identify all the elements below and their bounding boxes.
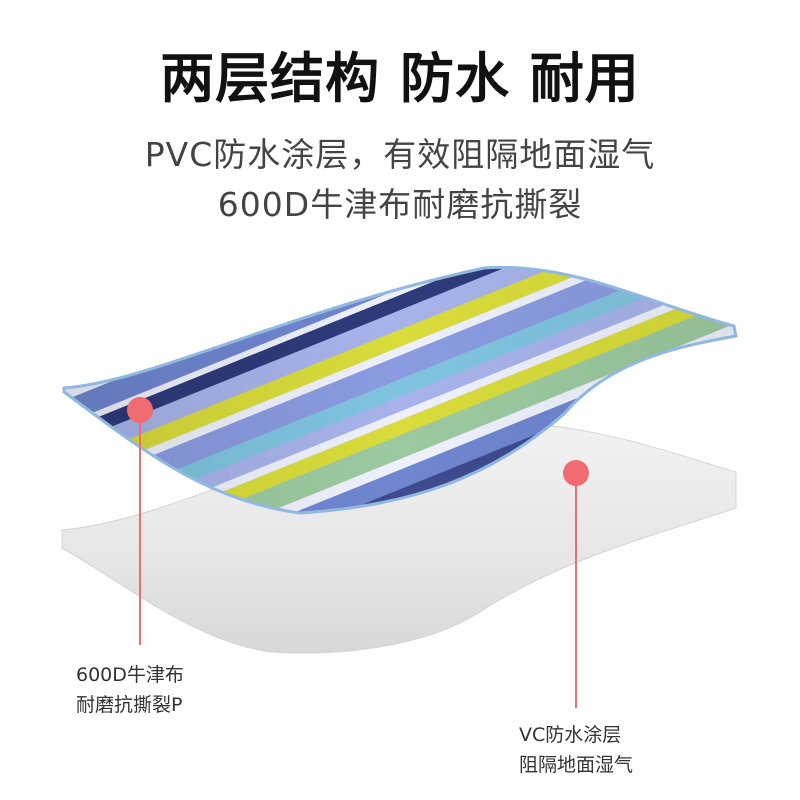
headline: 两层结构 防水 耐用 [160,47,640,110]
marker-dot-left [127,397,153,423]
subtitle-line-1: PVC防水涂层，有效阻隔地面湿气 [144,135,656,174]
marker-dot-right [563,460,589,486]
subtitle-line-2: 600D牛津布耐磨抗撕裂 [217,185,583,224]
callout-coating-line-1: VC防水涂层 [519,724,622,746]
callout-fabric-line-2: 耐磨抗撕裂P [76,694,183,716]
callout-fabric: 600D牛津布 耐磨抗撕裂P [76,660,184,720]
oxford-fabric-layer [62,265,738,515]
callout-coating-line-2: 阻隔地面湿气 [519,754,634,776]
callout-coating: VC防水涂层 阻隔地面湿气 [519,720,633,780]
callout-fabric-line-1: 600D牛津布 [76,664,184,686]
